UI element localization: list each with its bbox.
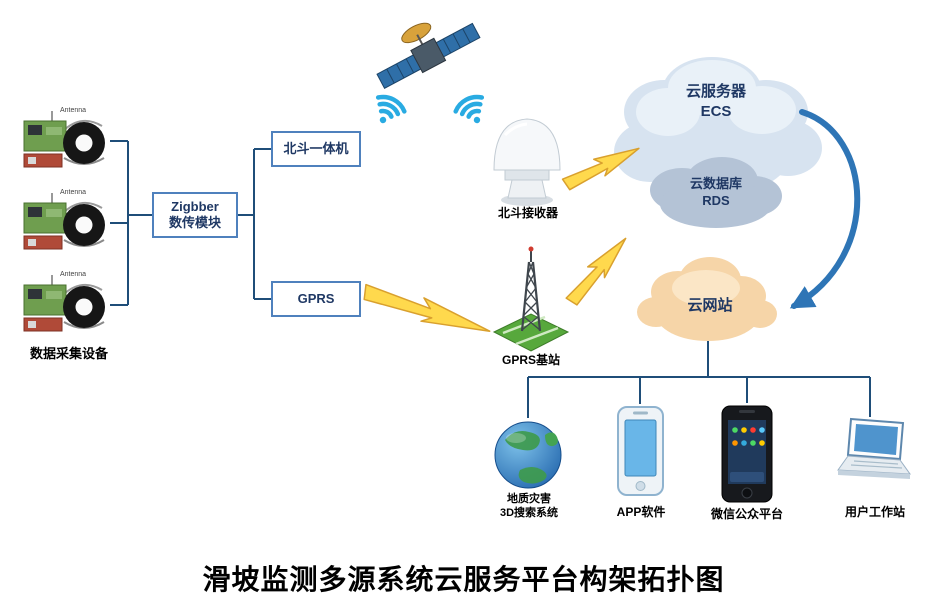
ecs-cloud-label-line2: ECS — [700, 102, 732, 120]
wechat-phone-icon — [721, 405, 773, 503]
search-system-label-line1: 地质灾害 — [507, 493, 551, 505]
rds-cloud-label-line1: 云数据库 — [689, 176, 742, 191]
satellite-icon — [376, 22, 481, 89]
wechat-label: 微信公众平台 — [710, 507, 783, 521]
ecs-to-web-arrow — [789, 109, 861, 309]
antenna-label-1: Antenna — [59, 107, 87, 114]
globe-icon — [494, 421, 562, 489]
zigbee-module-line1: Zigbber — [171, 198, 219, 214]
antenna-label-2: Antenna — [59, 189, 87, 196]
web-cloud-shape — [637, 257, 777, 341]
search-system-label-line2: 3D搜索系统 — [499, 507, 559, 520]
zigbee-module-box: Zigbber 数传模块 — [152, 192, 238, 238]
workstation-label: 用户工作站 — [844, 505, 905, 519]
zigbee-module-line2: 数传模块 — [168, 215, 221, 230]
sensors-group-label: 数据采集设备 — [29, 346, 108, 361]
sensor-device-icon-3 — [21, 271, 111, 339]
ecs-cloud-label-line1: 云服务器 — [685, 83, 746, 100]
sensor-device-icon-1 — [21, 107, 111, 175]
beidou-receiver-label: 北斗接收器 — [497, 206, 558, 220]
search-system-label: 地质灾害 3D搜索系统 — [482, 492, 576, 521]
connector-lines — [110, 140, 871, 418]
lightning-bolt-station-to-cloud — [562, 230, 634, 310]
wifi-icon-left — [375, 94, 407, 124]
beidou-unit-label: 北斗一体机 — [283, 140, 349, 156]
gprs-station-icon — [492, 246, 570, 352]
web-cloud-label-text: 云网站 — [687, 297, 733, 314]
rds-cloud-shape — [650, 157, 782, 228]
lightning-bolt-gprs-to-station — [359, 279, 495, 343]
laptop-icon — [837, 417, 912, 479]
rds-cloud-label-line2: RDS — [702, 192, 730, 208]
rds-cloud-label: 云数据库 RDS — [658, 176, 774, 210]
antenna-label-3: Antenna — [59, 271, 87, 278]
diagram-title: 滑坡监测多源系统云服务平台构架拓扑图 — [202, 564, 725, 595]
app-label: APP软件 — [616, 505, 666, 519]
ecs-cloud-label: 云服务器 ECS — [658, 82, 774, 121]
gprs-station-label: GPRS基站 — [501, 353, 560, 367]
sensor-device-icon-2 — [21, 189, 111, 257]
gprs-module-label: GPRS — [297, 290, 335, 306]
app-phone-icon — [617, 406, 664, 496]
wifi-icon-right — [453, 94, 485, 124]
web-cloud-label: 云网站 — [660, 296, 760, 316]
gprs-module-box: GPRS — [271, 281, 361, 317]
beidou-unit-box: 北斗一体机 — [271, 131, 361, 167]
beidou-receiver-icon — [493, 118, 561, 206]
